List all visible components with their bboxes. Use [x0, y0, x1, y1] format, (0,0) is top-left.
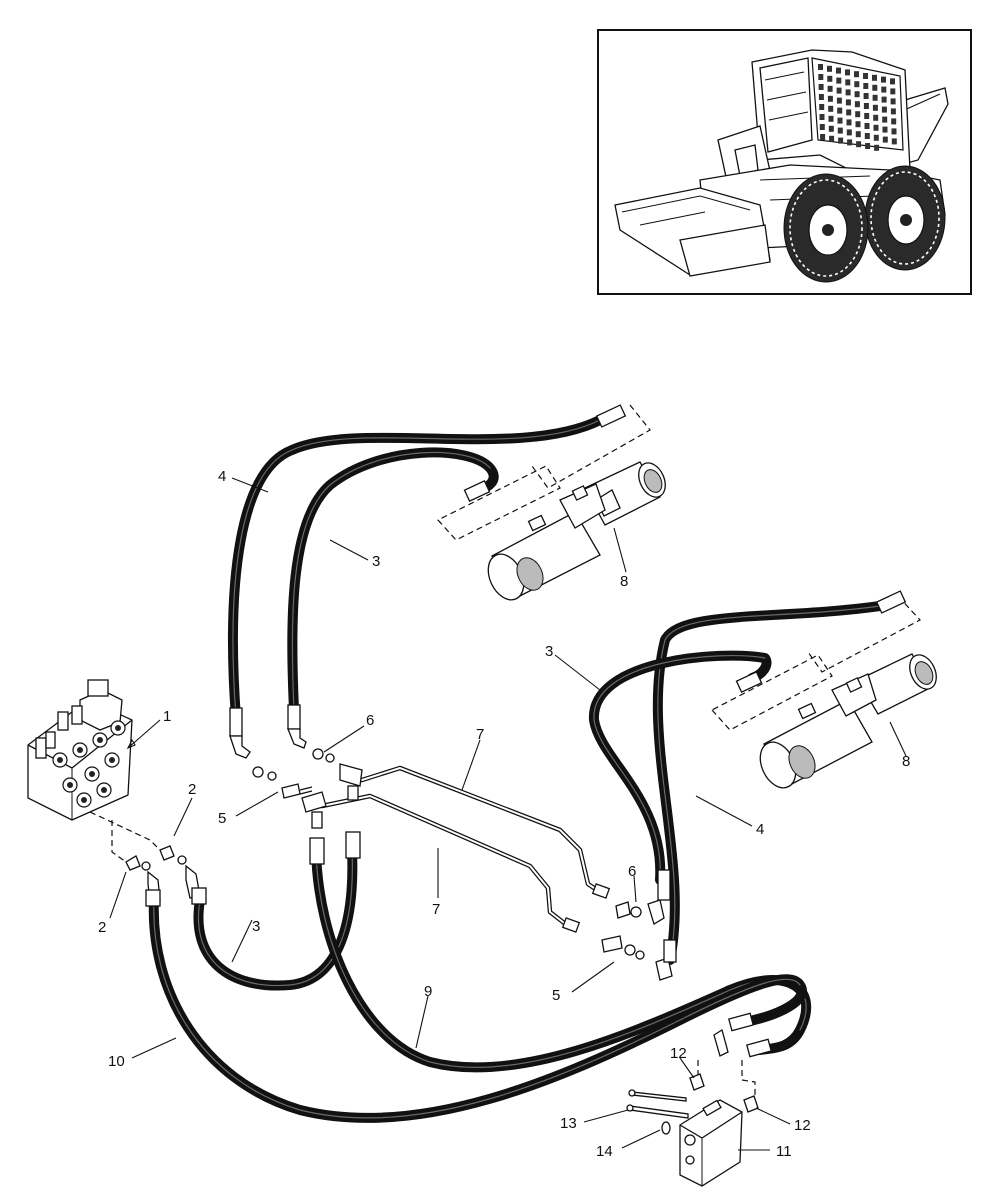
lift-cylinders-lower: [711, 595, 937, 789]
callout-4-upper: 4: [218, 468, 226, 485]
tube-7-lower: [319, 793, 581, 933]
hose-3-upper: [287, 447, 499, 715]
valve-dashed-links: [89, 811, 756, 1100]
callout-3-bottom: 3: [252, 918, 260, 935]
callout-1: 1: [163, 708, 171, 725]
callout-13: 13: [560, 1115, 577, 1132]
callout-12-right: 12: [794, 1117, 811, 1134]
hose-3-lower: [588, 650, 772, 885]
hose-9: [311, 845, 812, 1073]
control-valve: [27, 679, 133, 821]
cage-mesh-pattern: [818, 64, 897, 151]
hose-4-lower: [652, 590, 907, 965]
callout-8-lower: 8: [902, 753, 910, 770]
lift-cylinders-upper: [437, 404, 666, 601]
callout-6-lower: 6: [628, 863, 636, 880]
callout-14: 14: [596, 1143, 613, 1160]
rear-tire: [864, 165, 946, 271]
valve-ports: [52, 720, 126, 808]
tube-7-upper: [359, 765, 611, 899]
fittings: [125, 704, 729, 1057]
callout-3-upper: 3: [372, 553, 380, 570]
callout-7-upper: 7: [476, 726, 484, 743]
callout-3-right: 3: [545, 643, 553, 660]
callout-8-upper: 8: [620, 573, 628, 590]
callout-leaders: [109, 477, 907, 1151]
callout-6-upper: 6: [366, 712, 374, 729]
hose-3-bottom: [193, 845, 358, 991]
auxiliary-valve-block: [626, 1073, 759, 1187]
callout-2-lower: 2: [98, 919, 106, 936]
callout-10: 10: [108, 1053, 125, 1070]
hose-4-upper: [228, 404, 627, 723]
skid-steer-loader-illustration: [614, 49, 949, 283]
callout-9: 9: [424, 983, 432, 1000]
hose-10: [148, 895, 807, 1123]
front-tire: [783, 173, 869, 283]
callout-11: 11: [776, 1143, 792, 1160]
callout-labels: 1 2 2 3 3 3 4 4 5 5 6 6 7 7 8 8 9 10 11 …: [98, 468, 910, 1160]
callout-7-lower: 7: [432, 901, 440, 918]
callout-12-upper: 12: [670, 1045, 687, 1062]
callout-2-upper: 2: [188, 781, 196, 798]
callout-4-right: 4: [756, 821, 764, 838]
callout-5-right: 5: [552, 987, 560, 1004]
callout-5-left: 5: [218, 810, 226, 827]
